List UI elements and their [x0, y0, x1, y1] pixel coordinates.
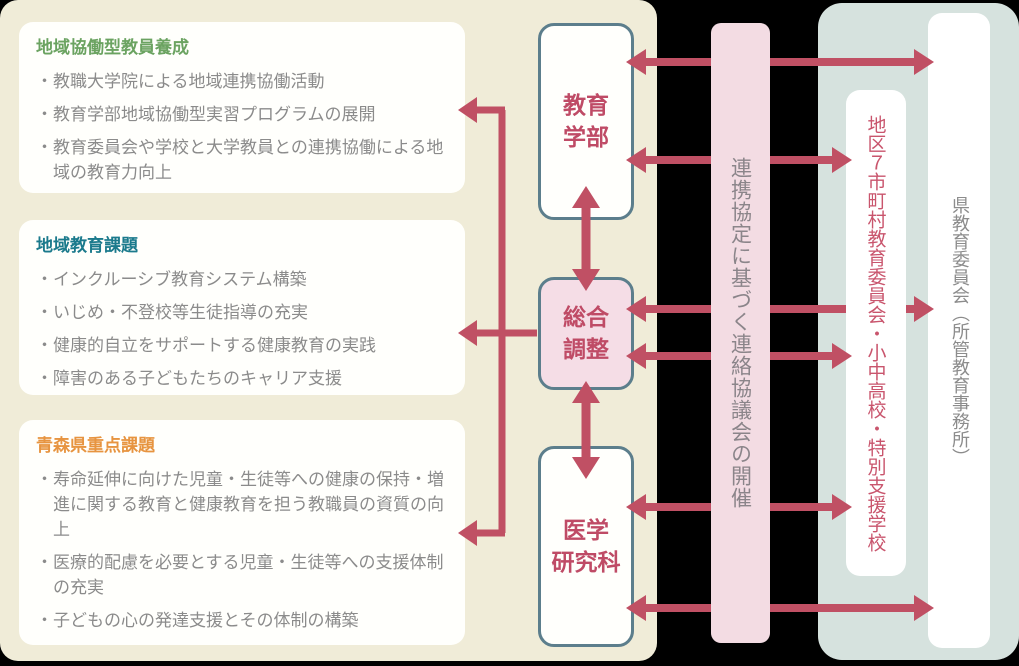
bullet-icon: ・ [36, 138, 53, 158]
topic-item-text: 子どもの心の発達支援とその体制の構築 [53, 611, 359, 631]
topic-item: ・ 教育学部地域協働型実習プログラムの展開 [36, 103, 451, 128]
topic-item: ・ 医療的配慮を必要とする児童・生徒等への支援体制の充実 [36, 551, 451, 601]
bullet-icon: ・ [36, 72, 53, 92]
link-agreement-bar: 連携協定に基づく連絡協議会の開催 [711, 23, 770, 643]
bullet-icon: ・ [36, 336, 53, 356]
topic-item-text: 教育委員会や学校と大学教員との連携協働による地域の教育力向上 [53, 138, 444, 183]
topic-box-regional-education: 地域教育課題 ・ インクルーシブ教育システム構築 ・ いじめ・不登校等生徒指導の… [19, 220, 465, 395]
node-label-line: 医学 [563, 517, 609, 544]
bullet-icon: ・ [36, 553, 53, 573]
topic-item: ・ 教職大学院による地域連携協働活動 [36, 70, 451, 95]
node-label-line: 調整 [563, 336, 609, 363]
topic-item: ・ 寿命延伸に向けた児童・生徒等への健康の保持・増進に関する教育と健康教育を担う… [36, 468, 451, 543]
topic-item-text: 寿命延伸に向けた児童・生徒等への健康の保持・増進に関する教育と健康教育を担う教職… [53, 470, 444, 540]
link-agreement-label: 連携協定に基づく連絡協議会の開催 [728, 157, 753, 509]
topic-item: ・ 障害のある子どもたちのキャリア支援 [36, 367, 451, 392]
box-prefectural-label: 県教育委員会（所管教育事務所） [949, 195, 970, 466]
node-general-coordination: 総合 調整 [538, 277, 634, 390]
topic-item: ・ 子どもの心の発達支援とその体制の構築 [36, 609, 451, 634]
node-label-line: 総合 [563, 304, 609, 331]
bullet-icon: ・ [36, 303, 53, 323]
box-district-boards-schools: 地区７市町村教育委員会・小中高校・特別支援学校 [846, 90, 906, 576]
topic-item: ・ 健康的自立をサポートする健康教育の実践 [36, 334, 451, 359]
topic-item-text: 医療的配慮を必要とする児童・生徒等への支援体制の充実 [53, 553, 444, 598]
topic-item-text: 健康的自立をサポートする健康教育の実践 [53, 336, 376, 356]
node-graduate-school-of-medicine: 医学 研究科 [538, 446, 634, 647]
node-label-line: 研究科 [551, 549, 621, 576]
topic-item-text: 障害のある子どもたちのキャリア支援 [53, 369, 342, 389]
bullet-icon: ・ [36, 105, 53, 125]
bullet-icon: ・ [36, 611, 53, 631]
topic-item-text: いじめ・不登校等生徒指導の充実 [53, 303, 308, 323]
node-label-line: 教育 [563, 92, 609, 119]
node-faculty-of-education: 教育 学部 [538, 23, 634, 220]
topic-title: 青森県重点課題 [36, 436, 155, 456]
topic-box-aomori-priority: 青森県重点課題 ・ 寿命延伸に向けた児童・生徒等への健康の保持・増進に関する教育… [19, 420, 465, 645]
topic-item: ・ インクルーシブ教育システム構築 [36, 268, 451, 293]
topic-item: ・ 教育委員会や学校と大学教員との連携協働による地域の教育力向上 [36, 136, 451, 186]
node-label-line: 学部 [563, 124, 609, 151]
topic-title: 地域教育課題 [36, 236, 138, 256]
topic-item-text: インクルーシブ教育システム構築 [53, 270, 307, 290]
box-district-label: 地区７市町村教育委員会・小中高校・特別支援学校 [864, 114, 887, 552]
bullet-icon: ・ [36, 270, 53, 290]
bullet-icon: ・ [36, 470, 53, 490]
box-prefectural-board: 県教育委員会（所管教育事務所） [928, 13, 990, 648]
topic-box-teacher-training: 地域協働型教員養成 ・ 教職大学院による地域連携協働活動 ・ 教育学部地域協働型… [19, 22, 465, 193]
bullet-icon: ・ [36, 369, 53, 389]
topic-item: ・ いじめ・不登校等生徒指導の充実 [36, 301, 451, 326]
topic-title: 地域協働型教員養成 [36, 38, 189, 58]
topic-item-text: 教育学部地域協働型実習プログラムの展開 [53, 105, 376, 125]
topic-item-text: 教職大学院による地域連携協働活動 [53, 72, 325, 92]
